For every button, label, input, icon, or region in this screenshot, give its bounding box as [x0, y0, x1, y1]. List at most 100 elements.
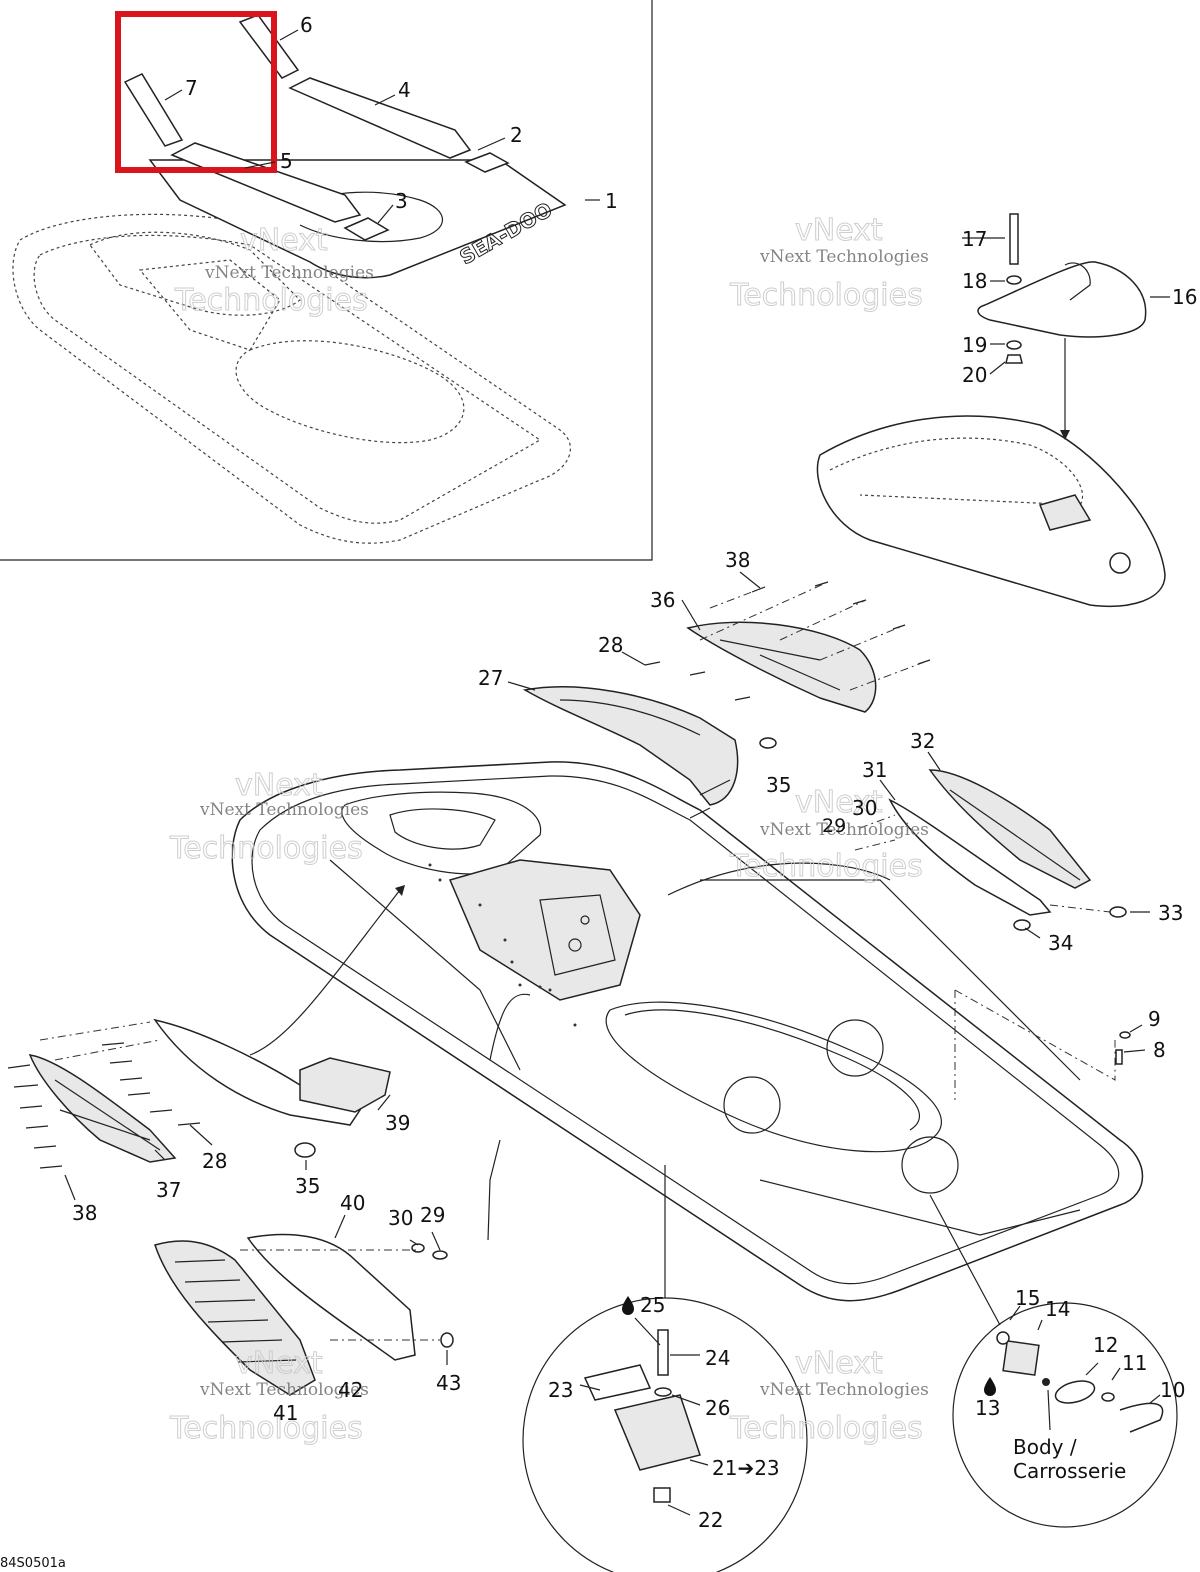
grab-handle [977, 261, 1147, 338]
pad-23 [583, 1364, 652, 1401]
callout-26: 26 [705, 1396, 730, 1420]
callout-4: 4 [398, 78, 411, 102]
callout-33: 33 [1158, 901, 1183, 925]
watermark-text: Technologies [729, 278, 923, 313]
callout-2: 2 [510, 123, 523, 147]
bolt-17 [1009, 213, 1019, 265]
seat-assembly [816, 213, 1170, 607]
fastener-13 [1042, 1378, 1050, 1386]
washer-19 [1006, 340, 1022, 350]
callout-9: 9 [1148, 1007, 1161, 1031]
deck-mat-decal [148, 159, 567, 279]
highlight-box [115, 11, 277, 173]
callout-31: 31 [862, 758, 887, 782]
washer-30b [411, 1243, 425, 1253]
callout-labels: 1 2 3 4 5 6 7 8 9 10 11 12 13 14 15 16 1… [72, 13, 1197, 1532]
main-hull [231, 761, 1144, 1302]
console [448, 859, 641, 1001]
latch-body [613, 1394, 701, 1471]
callout-3: 3 [395, 189, 408, 213]
decal-pieces: SEA-DOO [123, 14, 567, 279]
callout-36: 36 [650, 588, 675, 612]
watermark-text: vNext Technologies [759, 247, 929, 267]
washer-43 [440, 1332, 454, 1348]
nut-20 [1005, 354, 1023, 364]
callout-8: 8 [1153, 1038, 1166, 1062]
detail-ring-b [723, 1076, 781, 1134]
screw-33 [1109, 906, 1127, 918]
watermark-text: Technologies [169, 831, 363, 866]
screw-35a [759, 737, 777, 749]
body-label-line2: Carrosserie [1013, 1459, 1126, 1483]
seat-cushion [816, 415, 1166, 607]
panel-40 [246, 1233, 416, 1361]
right-side-panels [667, 769, 1127, 931]
screw-29b [432, 1250, 448, 1260]
watermark-text: vNext [795, 1346, 883, 1381]
plate-14 [1002, 1340, 1040, 1376]
callout-1: 1 [605, 189, 618, 213]
callout-25: 25 [640, 1293, 665, 1317]
watermark-text: vNext Technologies [199, 800, 369, 820]
seat-emblem [1109, 552, 1131, 574]
callout-39: 39 [385, 1111, 410, 1135]
watermark-text: vNext [795, 213, 883, 248]
screw-35b [294, 1142, 316, 1158]
panel-41 [154, 1240, 316, 1396]
arrow-down-icon [1060, 430, 1070, 440]
callout-18: 18 [962, 269, 987, 293]
panel-27 [522, 686, 739, 806]
callout-24: 24 [705, 1346, 730, 1370]
callout-43: 43 [436, 1371, 461, 1395]
watermark-text: vNext [795, 785, 883, 820]
callout-17: 17 [962, 227, 987, 251]
callout-28b: 28 [202, 1149, 227, 1173]
panel-32 [928, 769, 1092, 889]
detail-ring-c [901, 1136, 959, 1194]
callout-11: 11 [1122, 1351, 1147, 1375]
seat-latch [1038, 494, 1092, 531]
u-bolt-10 [1119, 1402, 1164, 1433]
decal-4 [288, 77, 472, 159]
upper-side-panels [522, 581, 931, 819]
detail-circle-body [929, 1194, 1178, 1528]
callout-19: 19 [962, 333, 987, 357]
callout-40: 40 [340, 1191, 365, 1215]
washer-26 [654, 1387, 672, 1397]
leader-lines [64, 571, 1150, 1365]
callout-37: 37 [156, 1178, 181, 1202]
lower-left-panels [154, 1139, 501, 1396]
panel-36 [686, 621, 877, 713]
decal-7 [123, 73, 184, 147]
decal-6 [238, 14, 300, 79]
fasteners-8-9 [1115, 1024, 1146, 1065]
callout-16: 16 [1172, 285, 1197, 309]
watermark-text: vNext Technologies [204, 263, 374, 283]
decal-3 [343, 217, 390, 241]
washer-18 [1006, 275, 1022, 285]
bolt-24 [657, 1329, 669, 1376]
panel-31 [888, 798, 1052, 916]
nut-15 [996, 1331, 1010, 1345]
nut-22 [653, 1487, 671, 1503]
plate-12 [1054, 1380, 1096, 1404]
callout-35a: 35 [766, 773, 791, 797]
watermark-text: vNext [240, 223, 328, 258]
inset-border [0, 0, 653, 561]
callout-35b: 35 [295, 1174, 320, 1198]
watermark-text: Technologies [729, 1411, 923, 1446]
callout-15: 15 [1015, 1286, 1040, 1310]
decal-inset: SEA-DOO [0, 0, 653, 561]
washer-11 [1101, 1392, 1115, 1402]
drawing-code: 84S0501a [0, 1556, 66, 1571]
callout-12: 12 [1093, 1333, 1118, 1357]
body-label-line1: Body / [1013, 1435, 1077, 1459]
callout-32: 32 [910, 729, 935, 753]
watermark-text: vNext Technologies [199, 1380, 369, 1400]
hull-outline-dotted [12, 213, 571, 544]
drop-icon-2 [984, 1377, 996, 1396]
callout-21: 21➔23 [712, 1456, 780, 1480]
callout-28a: 28 [598, 633, 623, 657]
callout-14: 14 [1045, 1297, 1070, 1321]
